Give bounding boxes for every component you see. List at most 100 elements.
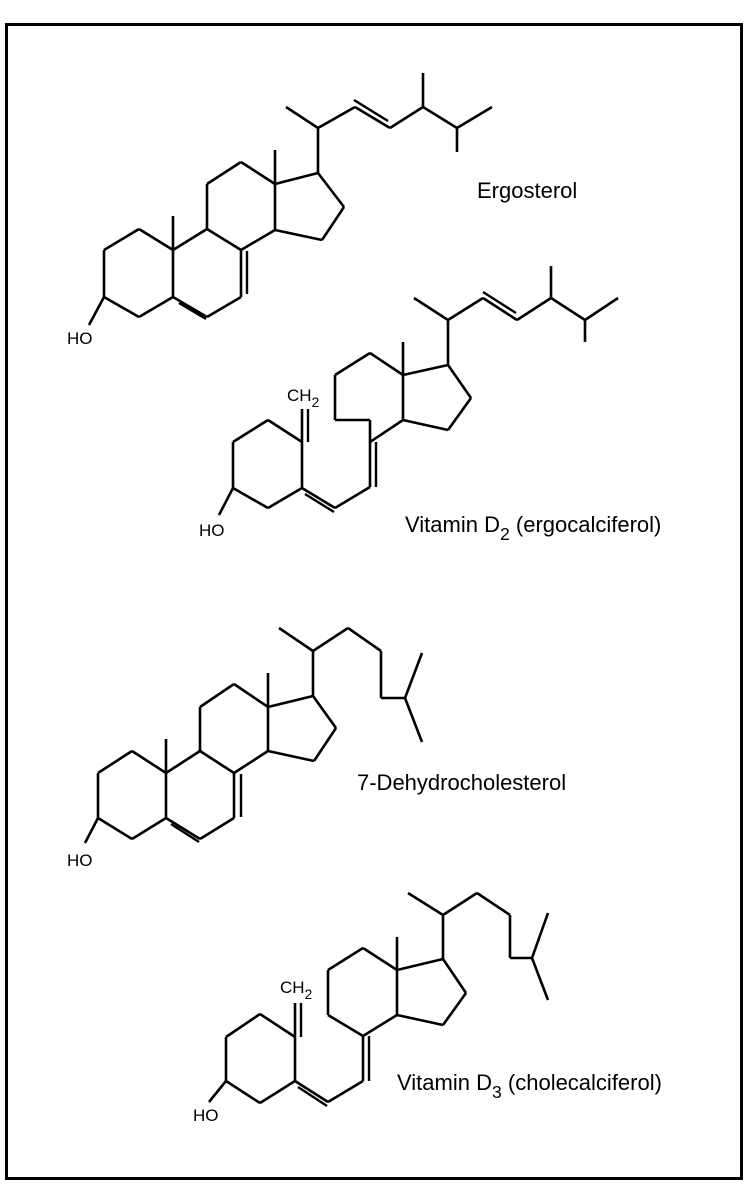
single-bond xyxy=(83,817,100,844)
single-bond xyxy=(327,1013,364,1038)
single-bond xyxy=(233,749,269,775)
7-dehydrocholesterol-name: 7-Dehydrocholesterol xyxy=(357,770,567,795)
7-dehydrocholesterol-label: 7-Dehydrocholesterol xyxy=(357,770,566,796)
single-bond xyxy=(233,682,269,709)
ergosterol-name: Ergosterol xyxy=(477,178,578,203)
single-bond xyxy=(274,171,319,186)
vitamin-d2-label: Vitamin D2 (ergocalciferol) xyxy=(405,512,661,544)
7-dehydrocholesterol-structure xyxy=(83,626,424,844)
single-bond xyxy=(369,351,404,377)
single-bond xyxy=(442,891,478,917)
vitamin-d3-name: Vitamin D xyxy=(397,1070,492,1095)
vitamin-d2-hydroxyl-label: HO xyxy=(199,521,225,541)
single-bond xyxy=(301,486,336,510)
single-bond xyxy=(422,105,458,130)
vitamin-d3-common-name: (cholecalciferol) xyxy=(507,1070,662,1095)
single-bond xyxy=(240,228,276,252)
ergosterol-hydroxyl-label: HO xyxy=(67,329,93,349)
single-bond xyxy=(316,172,346,208)
atom-text: CH xyxy=(287,386,312,405)
single-bond xyxy=(312,626,349,653)
single-bond xyxy=(354,105,391,130)
single-bond xyxy=(138,295,174,319)
single-bond xyxy=(165,816,201,841)
atom-text: CH xyxy=(280,978,305,997)
single-bond xyxy=(456,105,493,130)
single-bond xyxy=(131,816,167,841)
single-bond xyxy=(327,946,364,972)
single-bond xyxy=(103,227,140,252)
single-bond xyxy=(311,695,338,729)
single-bond xyxy=(97,749,133,775)
single-bond xyxy=(278,626,314,653)
single-bond xyxy=(446,364,473,399)
single-bond xyxy=(199,816,235,841)
single-bond xyxy=(259,1079,296,1105)
ergosterol-label: Ergosterol xyxy=(477,178,577,204)
single-bond xyxy=(199,749,235,775)
single-bond xyxy=(446,397,473,431)
single-bond xyxy=(225,1079,261,1105)
single-bond xyxy=(232,418,269,444)
single-bond xyxy=(138,227,174,252)
single-bond xyxy=(550,296,586,322)
atom-text: HO xyxy=(193,1106,219,1125)
single-bond xyxy=(87,296,106,326)
atom-subscript: 2 xyxy=(304,987,313,1003)
atom-subscript: 2 xyxy=(311,395,320,411)
single-bond xyxy=(407,891,444,917)
single-bond xyxy=(362,1013,398,1038)
single-bond xyxy=(516,296,552,322)
single-bond xyxy=(267,486,303,510)
single-bond xyxy=(240,160,276,186)
atom-text: HO xyxy=(67,329,93,348)
single-bond xyxy=(232,486,269,510)
single-bond xyxy=(334,351,371,377)
ergosterol-structure xyxy=(87,73,493,326)
single-bond xyxy=(103,295,140,319)
atom-text: HO xyxy=(67,851,93,870)
vitamin-d3-structure xyxy=(207,891,550,1108)
single-bond xyxy=(97,816,133,841)
single-bond xyxy=(396,1013,444,1027)
single-bond xyxy=(317,105,356,130)
7-dehydrocholesterol-hydroxyl-label: HO xyxy=(67,851,93,871)
single-bond xyxy=(199,682,235,709)
single-bond xyxy=(334,485,371,510)
double-bond-line xyxy=(170,822,200,844)
single-bond xyxy=(402,363,449,377)
single-bond xyxy=(389,105,424,130)
single-bond xyxy=(172,227,208,252)
single-bond xyxy=(347,626,382,653)
double-bond-line xyxy=(297,1085,328,1108)
single-bond xyxy=(396,957,444,972)
single-bond xyxy=(447,296,484,322)
atom-text: HO xyxy=(199,521,225,540)
single-bond xyxy=(320,206,346,241)
single-bond xyxy=(267,694,314,709)
single-bond xyxy=(294,1079,329,1104)
vitamin-d3-subscript: 3 xyxy=(491,1081,502,1102)
single-bond xyxy=(362,946,398,972)
single-bond xyxy=(584,296,619,322)
vitamin-d2-name: Vitamin D xyxy=(405,512,500,537)
single-bond xyxy=(267,418,303,444)
double-bond-line xyxy=(353,98,389,123)
single-bond xyxy=(274,228,323,242)
single-bond xyxy=(131,749,167,775)
single-bond xyxy=(217,487,235,516)
single-bond xyxy=(476,891,511,917)
vitamin-d2-methylene-label: CH2 xyxy=(287,386,319,410)
double-bond-line xyxy=(304,492,335,514)
single-bond xyxy=(206,295,242,319)
single-bond xyxy=(267,749,315,763)
single-bond xyxy=(369,418,404,444)
single-bond xyxy=(225,1012,261,1039)
single-bond xyxy=(530,957,550,1001)
single-bond xyxy=(172,295,208,319)
single-bond xyxy=(206,227,242,252)
figure-frame xyxy=(5,23,743,1180)
single-bond xyxy=(403,652,424,699)
single-bond xyxy=(206,160,242,186)
vitamin-d2-subscript: 2 xyxy=(499,523,510,544)
